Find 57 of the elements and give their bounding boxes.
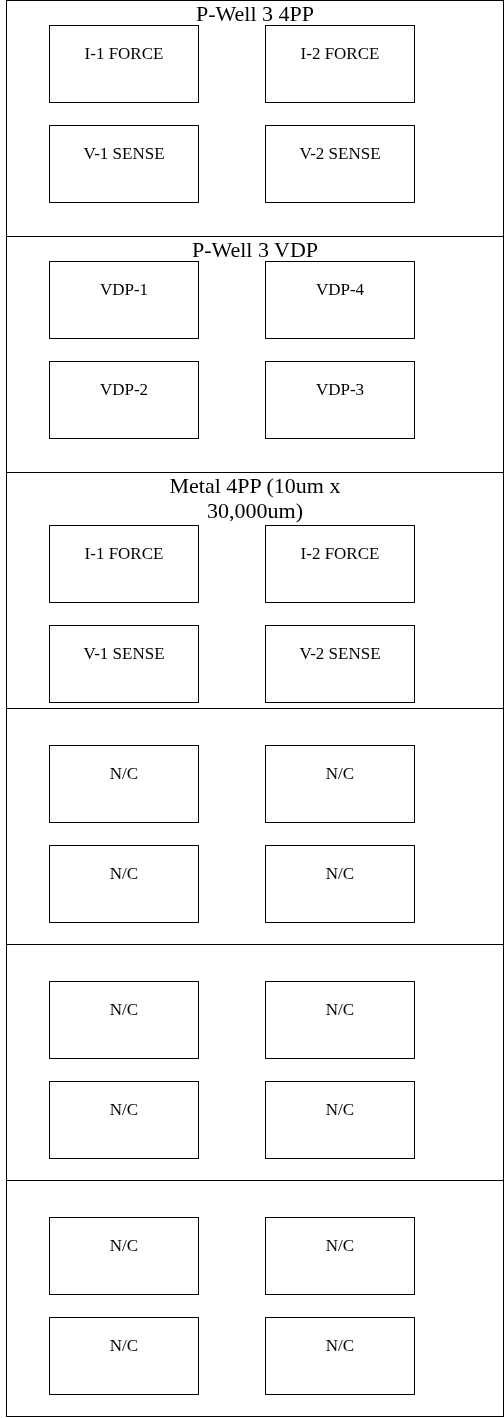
section-title: P-Well 3 4PP <box>195 1 315 26</box>
pad-label: I-1 FORCE <box>84 44 164 64</box>
pad-box <box>49 1317 199 1395</box>
pad-label: I-2 FORCE <box>300 44 380 64</box>
pad-label: N/C <box>325 764 355 784</box>
section-box <box>6 944 504 1181</box>
pad-label: N/C <box>109 1236 139 1256</box>
pad-box <box>265 261 415 339</box>
pad-label: N/C <box>109 1336 139 1356</box>
pad-box <box>49 125 199 203</box>
pad-label: V-2 SENSE <box>299 644 381 664</box>
pad-box <box>265 361 415 439</box>
pad-label: I-1 FORCE <box>84 544 164 564</box>
pad-box <box>265 1081 415 1159</box>
pad-label: N/C <box>325 1100 355 1120</box>
pad-label: N/C <box>109 1100 139 1120</box>
pad-box <box>49 625 199 703</box>
pad-box <box>49 745 199 823</box>
pad-box <box>49 1081 199 1159</box>
pad-box <box>49 525 199 603</box>
pad-box <box>265 845 415 923</box>
pad-box <box>265 1317 415 1395</box>
pad-box <box>265 745 415 823</box>
pad-label: V-1 SENSE <box>83 644 165 664</box>
pad-box <box>265 1217 415 1295</box>
pad-box <box>265 981 415 1059</box>
pad-label: I-2 FORCE <box>300 544 380 564</box>
pad-label: N/C <box>325 1236 355 1256</box>
pad-label: N/C <box>325 1336 355 1356</box>
pad-label: VDP-1 <box>99 280 149 300</box>
pad-label: N/C <box>109 1000 139 1020</box>
section-box <box>6 1180 504 1417</box>
pad-box <box>49 845 199 923</box>
pad-label: N/C <box>325 1000 355 1020</box>
section-title: P-Well 3 VDP <box>190 237 320 262</box>
pad-label: VDP-3 <box>315 380 365 400</box>
pad-box <box>49 25 199 103</box>
pad-box <box>49 261 199 339</box>
section-box <box>6 472 504 709</box>
pad-box <box>49 981 199 1059</box>
pad-label: V-2 SENSE <box>299 144 381 164</box>
pad-label: N/C <box>109 764 139 784</box>
section-box <box>6 708 504 945</box>
section-box <box>6 236 504 473</box>
pad-label: V-1 SENSE <box>83 144 165 164</box>
pad-box <box>265 125 415 203</box>
section-title: Metal 4PP (10um x 30,000um) <box>168 473 342 523</box>
pad-box <box>49 1217 199 1295</box>
pad-label: VDP-4 <box>315 280 365 300</box>
pad-label: VDP-2 <box>99 380 149 400</box>
pad-box <box>265 625 415 703</box>
section-box <box>6 0 504 237</box>
pad-box <box>49 361 199 439</box>
pad-label: N/C <box>325 864 355 884</box>
pad-box <box>265 525 415 603</box>
pad-box <box>265 25 415 103</box>
pad-label: N/C <box>109 864 139 884</box>
